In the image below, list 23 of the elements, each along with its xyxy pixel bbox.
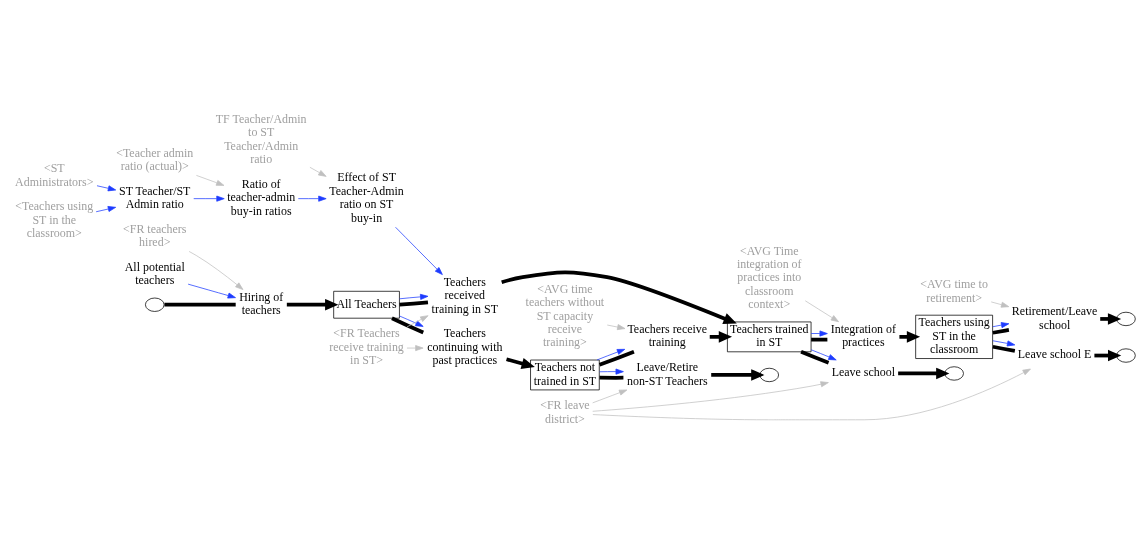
node-text: Retirement/Leave school [1011,303,1098,331]
node-text: <FR leave district> [540,397,590,426]
node-text: TF Teacher/Admin to ST Teacher/Admin ratio [215,111,307,166]
node-text: <Teacher admin ratio (actual)> [116,145,194,173]
node-text: ST Teacher/ST Admin ratio [119,183,191,211]
node-text: <AVG time teachers without ST capacity receive training> [525,281,605,349]
node-text: <FR teachers hired> [123,221,187,249]
node-text: <FR Teachers receive training in ST> [329,325,404,367]
node-text: <AVG time to retirement> [920,276,988,305]
node-text: All potential teachers [124,259,185,287]
node-text: Effect of ST Teacher-Admin ratio on ST buy-in [329,169,404,225]
node-text: Ratio of teacher-admin buy-in ratios [227,176,296,218]
node-text: Leave school [831,364,896,379]
node-text: Teachers received training in ST [431,274,498,316]
node-text: <ST Administrators> [15,160,94,189]
node-text: Integration of practices [830,321,897,349]
node-text: Teachers receive training [627,321,708,349]
node-text: <Teachers using ST in the classroom> [15,198,94,240]
node-text: Leave school E [1017,346,1092,361]
node-text: <AVG Time integration of practices into classroom context> [736,243,802,311]
node-text: Hiring of teachers [239,289,284,317]
node-text: Leave/Retire non-ST Teachers [626,359,708,388]
node-text: Teachers continuing with past practices [427,325,503,367]
